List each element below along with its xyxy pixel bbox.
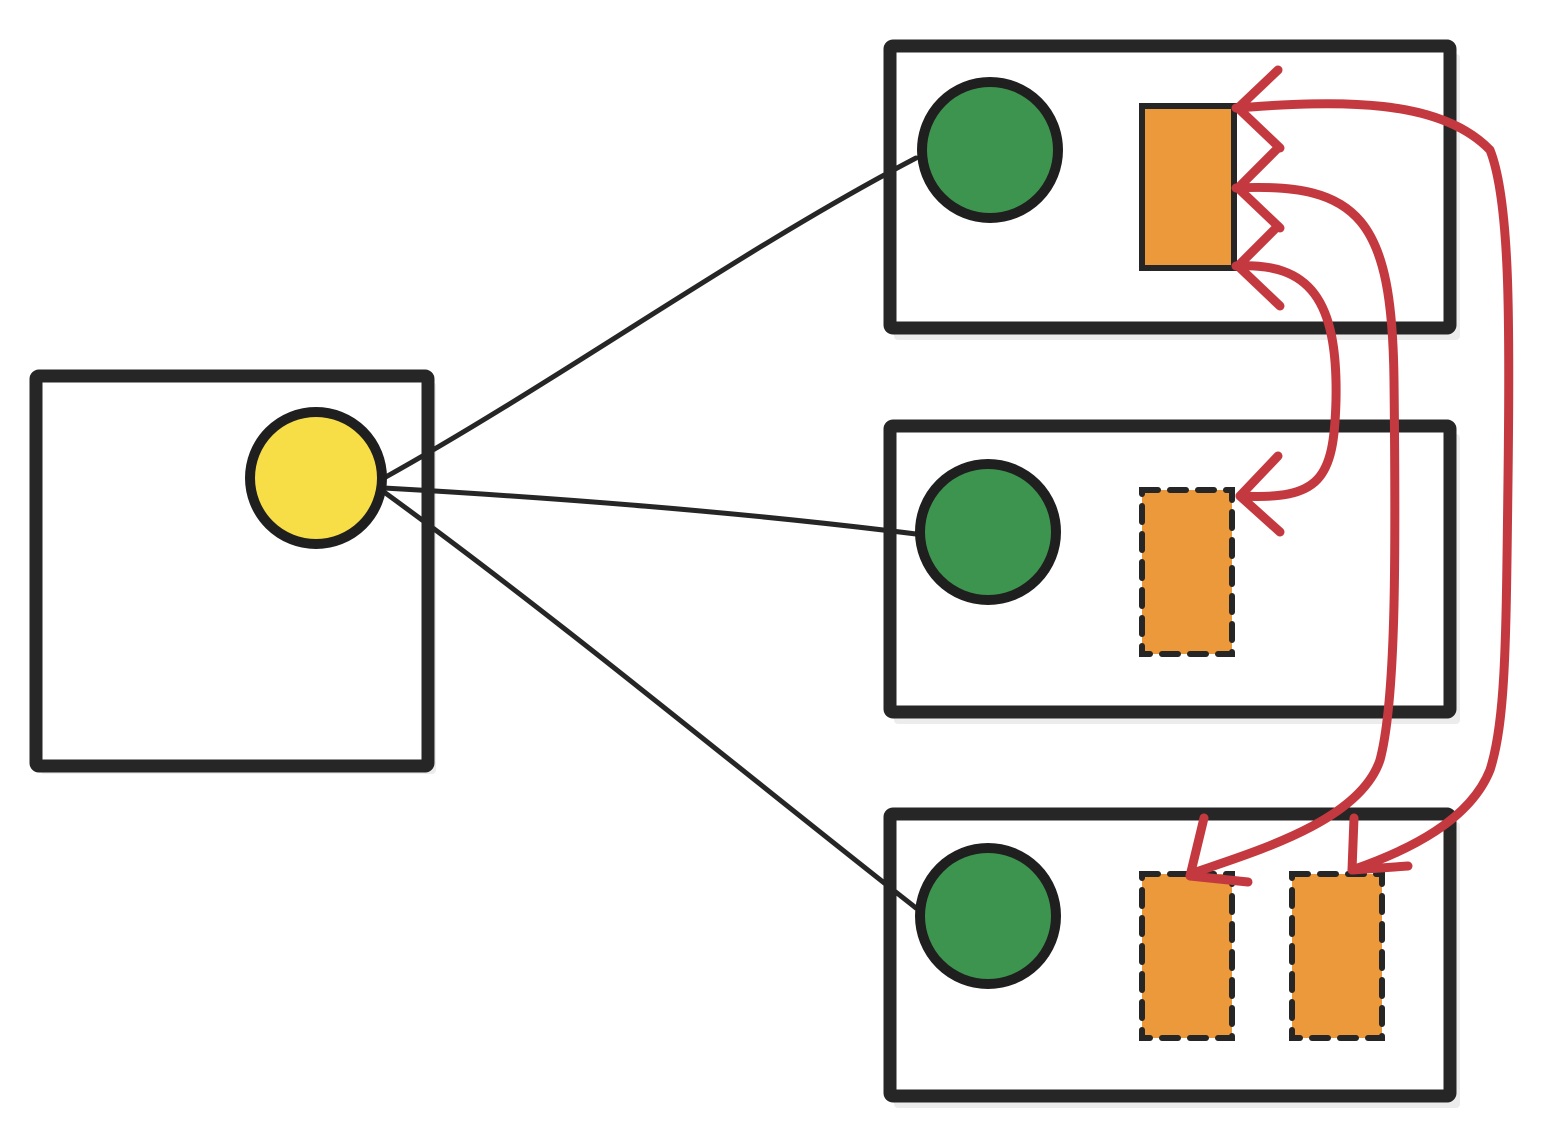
primary-node [245,407,387,549]
replication-arrow-to-bottom-right [1231,65,1514,875]
link-to-top-node [381,155,919,481]
replica-node-middle [915,459,1061,605]
shard-primary-top [1139,103,1237,271]
shard-replica-middle [1139,487,1235,657]
link-to-middle-node [381,485,919,537]
shard-replica-bottom-right [1289,871,1385,1041]
link-to-bottom-node [381,489,919,911]
replication-arrow-to-middle [1231,221,1341,537]
shard-replica-bottom-left [1139,871,1235,1041]
replication-arrow-to-bottom-left [1185,143,1400,887]
replica-node-bottom [915,843,1061,989]
left-container [29,369,436,774]
replica-node-top [917,77,1063,223]
